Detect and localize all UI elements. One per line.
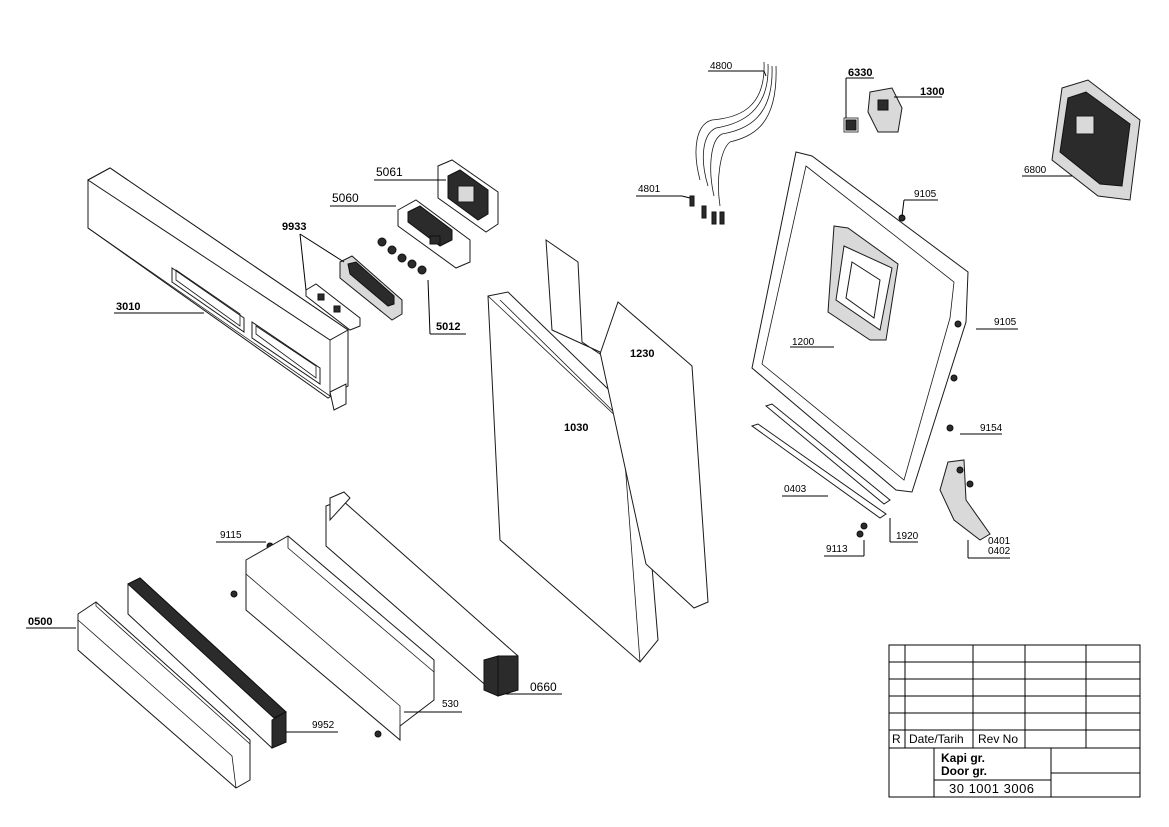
callout-9933: 9933: [282, 221, 306, 233]
display-module-9933: [305, 255, 403, 331]
callout-6800: 6800: [1024, 165, 1047, 176]
callout-0660: 0660: [530, 680, 557, 694]
tb-title-en: Door gr.: [941, 764, 987, 778]
pcb-5060: [397, 199, 471, 269]
outer-door-1030: [487, 291, 659, 663]
callout-0500: 0500: [28, 616, 52, 628]
callout-9113: 9113: [826, 544, 848, 555]
kickplate-0500: [77, 601, 251, 789]
hinge-0401-0402: [939, 459, 991, 541]
callout-9952: 9952: [312, 720, 335, 731]
callout-5012: 5012: [436, 321, 460, 333]
callout-1030: 1030: [564, 422, 588, 434]
tb-date-label: Date/Tarih: [909, 732, 964, 746]
plinth-0660: [325, 491, 519, 697]
callout-1920: 1920: [896, 531, 919, 542]
callout-9115: 9115: [220, 530, 242, 541]
seal-strip-9952: [127, 577, 287, 749]
callout-5060: 5060: [332, 191, 359, 205]
door-gasket-1230: [545, 239, 709, 609]
callout-9154: 9154: [980, 423, 1003, 434]
button-strip-5012: [377, 237, 427, 275]
tb-rev-label: Rev No: [978, 732, 1018, 746]
callout-labels: 4800 4801 6330 1300 6800 5061 5060 9933 …: [28, 61, 1047, 731]
callout-1200: 1200: [792, 337, 815, 348]
tb-drawing-number: 30 1001 3006: [949, 781, 1035, 796]
wire-harness-4800: [689, 61, 777, 225]
callout-4800: 4800: [710, 61, 733, 72]
callout-3010: 3010: [116, 301, 140, 313]
callout-9105-upper: 9105: [914, 189, 937, 200]
leader-lines: [26, 70, 1072, 733]
callout-9105-lower: 9105: [994, 317, 1017, 328]
callout-0403: 0403: [784, 484, 807, 495]
callout-530: 530: [442, 699, 459, 710]
title-block: R Date/Tarih Rev No Kapi gr. Door gr. 30…: [888, 644, 1141, 798]
plinth-bracket-530: [245, 535, 435, 742]
lock-part-6330: [843, 117, 859, 133]
strip-0403: [750, 403, 891, 519]
callout-1230: 1230: [630, 348, 654, 360]
callout-4801: 4801: [638, 184, 661, 195]
callout-1300: 1300: [920, 86, 944, 98]
tb-title-tr: Kapi gr.: [941, 751, 985, 765]
door-lock-1300: [867, 87, 903, 133]
inner-door-1200: [751, 151, 969, 493]
control-panel-3010: [87, 167, 349, 411]
callout-5061: 5061: [376, 165, 403, 179]
dispenser-6800: [1051, 79, 1141, 201]
callout-0401: 0401: [988, 536, 1011, 547]
callout-6330: 6330: [848, 67, 872, 79]
callout-0402: 0402: [988, 546, 1011, 557]
bracket-5061: [437, 159, 499, 233]
tb-r-label: R: [892, 732, 901, 746]
